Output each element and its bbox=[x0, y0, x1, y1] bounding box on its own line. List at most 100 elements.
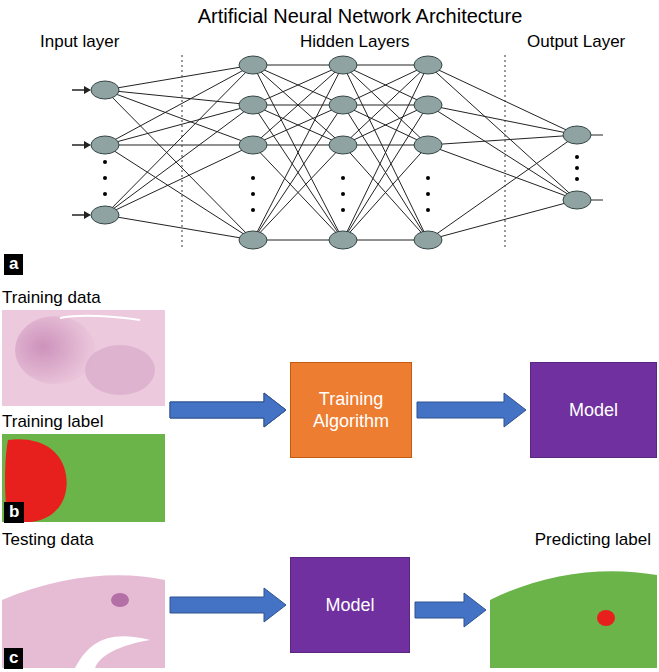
network-link bbox=[343, 105, 428, 240]
network-link bbox=[428, 65, 577, 135]
ellipsis-dot bbox=[341, 176, 345, 180]
network-link bbox=[105, 65, 253, 145]
input-arrow bbox=[72, 144, 86, 146]
ellipsis-dot bbox=[575, 155, 579, 159]
flow-arrow bbox=[170, 393, 286, 427]
process-box: Training Algorithm bbox=[290, 362, 412, 458]
network-link bbox=[343, 65, 428, 240]
network-link bbox=[105, 145, 253, 146]
neuron bbox=[91, 81, 119, 99]
output-line bbox=[591, 135, 603, 136]
network-link bbox=[253, 105, 343, 240]
ellipsis-dot bbox=[426, 192, 430, 196]
neuron bbox=[414, 56, 442, 74]
arrow-head bbox=[84, 211, 91, 219]
network-link bbox=[343, 145, 428, 240]
neuron bbox=[239, 136, 267, 154]
ellipsis-dot bbox=[103, 160, 107, 164]
neuron bbox=[414, 136, 442, 154]
ellipsis-dot bbox=[341, 192, 345, 196]
neuron bbox=[563, 191, 591, 209]
diagram-title: Artificial Neural Network Architecture bbox=[60, 4, 659, 28]
tissue-vessel bbox=[60, 316, 140, 320]
network-link bbox=[343, 105, 428, 240]
output-line bbox=[591, 200, 603, 201]
network-link bbox=[253, 65, 343, 240]
image-panel: Predicting label bbox=[490, 552, 657, 668]
label-mask bbox=[490, 552, 657, 668]
image-panel: Training label bbox=[2, 434, 165, 522]
slide-background bbox=[2, 552, 165, 600]
tissue-vessel bbox=[75, 636, 150, 668]
ellipsis-dot bbox=[426, 176, 430, 180]
network-link bbox=[343, 65, 428, 240]
network-link bbox=[105, 90, 253, 240]
ellipsis-dot bbox=[251, 192, 255, 196]
block-arrow bbox=[415, 593, 486, 627]
arrow-head bbox=[84, 86, 91, 94]
image-panel: Testing data bbox=[2, 552, 165, 668]
block-arrow bbox=[417, 393, 526, 427]
neuron bbox=[329, 136, 357, 154]
process-box: Model bbox=[290, 557, 410, 653]
image-heading: Training data bbox=[2, 288, 101, 308]
background-region bbox=[490, 552, 657, 600]
network-link bbox=[253, 145, 343, 240]
box-label: Training Algorithm bbox=[299, 388, 403, 432]
panel-letter: a bbox=[4, 254, 23, 275]
neuron bbox=[239, 56, 267, 74]
tumor-mask bbox=[597, 610, 615, 626]
block-arrow bbox=[170, 588, 286, 622]
network-link bbox=[105, 90, 253, 145]
network-link bbox=[428, 65, 577, 200]
panel-letter: c bbox=[4, 648, 23, 669]
tissue-image bbox=[2, 310, 165, 406]
input-arrow bbox=[72, 214, 86, 216]
panel-letter: b bbox=[4, 502, 24, 523]
network-link bbox=[253, 65, 343, 240]
arrow-head bbox=[84, 141, 91, 149]
label-mask bbox=[2, 434, 165, 522]
network-illustration bbox=[72, 55, 603, 250]
image-heading: Testing data bbox=[2, 530, 94, 550]
image-heading: Training label bbox=[2, 412, 103, 432]
network-link bbox=[105, 90, 253, 105]
ellipsis-dot bbox=[103, 176, 107, 180]
tissue-region bbox=[111, 593, 129, 607]
process-box: Model bbox=[530, 362, 657, 458]
layer-label: Output Layer bbox=[527, 32, 625, 52]
layer-label: Hidden Layers bbox=[300, 32, 410, 52]
neuron bbox=[329, 96, 357, 114]
block-arrow bbox=[170, 393, 286, 427]
layer-label: Input layer bbox=[40, 32, 119, 52]
neuron bbox=[91, 136, 119, 154]
tissue-region bbox=[85, 345, 155, 395]
ellipsis-dot bbox=[426, 208, 430, 212]
network-link bbox=[105, 105, 253, 215]
neuron bbox=[239, 231, 267, 249]
block-arrow bbox=[170, 393, 286, 427]
tissue-region bbox=[15, 316, 95, 384]
image-heading: Predicting label bbox=[535, 530, 651, 550]
tissue-image bbox=[2, 552, 165, 668]
network-link bbox=[428, 135, 577, 145]
network-link bbox=[428, 135, 577, 240]
network-link bbox=[343, 145, 428, 240]
neuron bbox=[91, 206, 119, 224]
ellipsis-dot bbox=[103, 192, 107, 196]
neuron bbox=[414, 231, 442, 249]
box-label: Model bbox=[569, 399, 618, 421]
network-link bbox=[343, 65, 428, 105]
ellipsis-dot bbox=[251, 208, 255, 212]
network-link bbox=[253, 65, 343, 105]
network-link bbox=[428, 105, 577, 135]
network-link bbox=[253, 105, 343, 240]
network-link bbox=[428, 105, 577, 200]
network-link bbox=[105, 215, 253, 240]
neuron bbox=[563, 126, 591, 144]
network-link bbox=[253, 65, 343, 105]
ellipsis-dot bbox=[575, 177, 579, 181]
tumor-mask bbox=[5, 439, 67, 522]
layer-divider bbox=[182, 55, 183, 250]
